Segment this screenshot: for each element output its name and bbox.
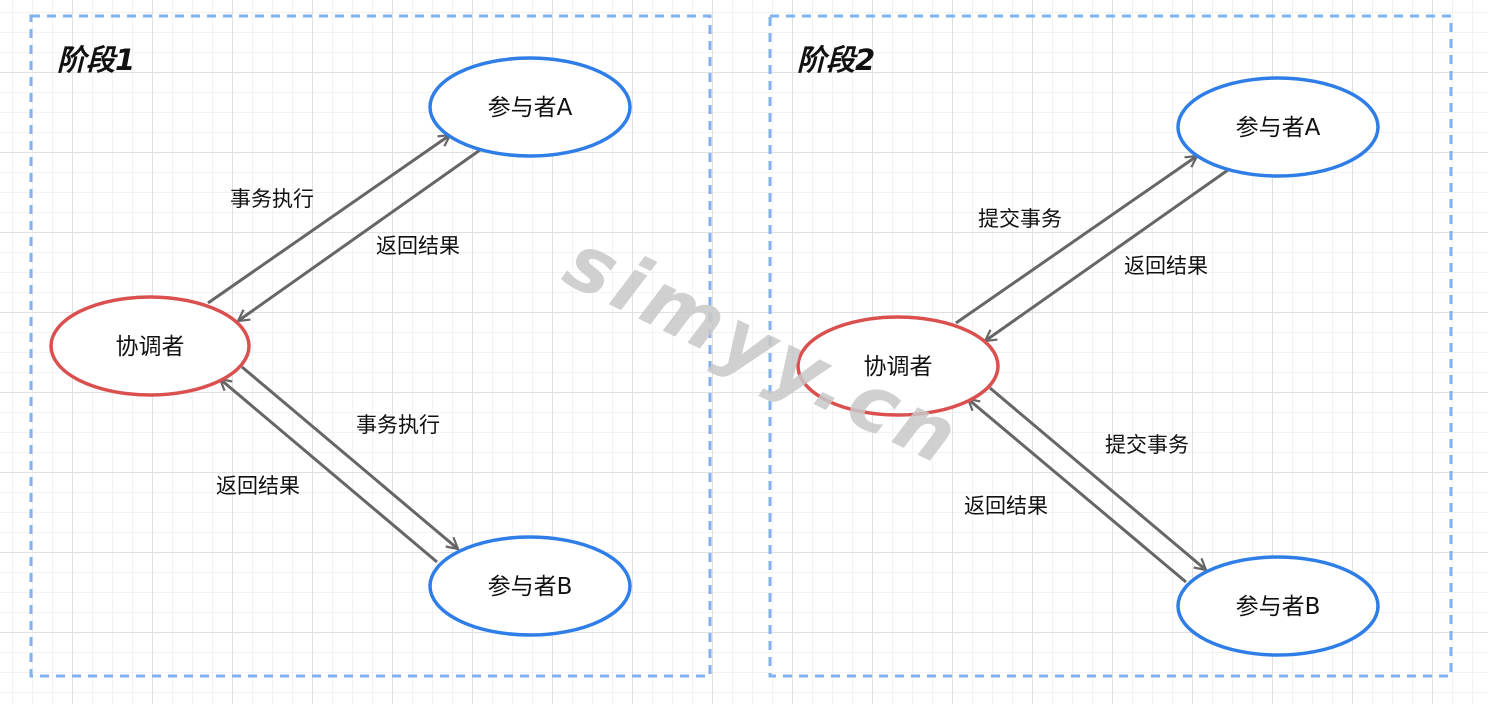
phase-2-coordinator-shape bbox=[796, 315, 1000, 417]
phase-2-participant-b-shape bbox=[1176, 555, 1380, 657]
phase-1-participant-a-shape bbox=[428, 56, 632, 158]
phase-1-coordinator: 协调者 bbox=[49, 295, 251, 397]
phase-1-edge-to-b-label: 事务执行 bbox=[356, 413, 440, 437]
phase-2-participant-b: 参与者B bbox=[1176, 555, 1380, 657]
phase-2-edge-from-b-label: 返回结果 bbox=[964, 494, 1048, 518]
phase-2-participant-b-label: 参与者B bbox=[1236, 594, 1321, 620]
phase-2-edge-from-b bbox=[968, 399, 1187, 584]
phase-2-edge-to-a-label: 提交事务 bbox=[978, 207, 1062, 231]
phase-1-border bbox=[29, 14, 712, 678]
phase-1-edge-from-b bbox=[220, 379, 438, 564]
phase-1-edge-from-b-label: 返回结果 bbox=[216, 474, 300, 498]
phase-1-edge-to-b bbox=[241, 365, 458, 549]
phase-2-participant-a-shape bbox=[1176, 76, 1380, 178]
phase-1-coordinator-shape bbox=[49, 295, 251, 397]
phase-1-edge-from-a-label: 返回结果 bbox=[376, 234, 460, 258]
phase-2-coordinator: 协调者 bbox=[796, 315, 1000, 417]
phase-1-edge-from-a bbox=[238, 148, 481, 321]
phase-1-edge-to-a bbox=[207, 135, 450, 305]
phase-1-title: 阶段1 bbox=[57, 43, 135, 77]
phase-1-participant-b-shape bbox=[428, 535, 632, 637]
phase-2-edge-to-a bbox=[955, 156, 1197, 325]
phase-1-coordinator-label: 协调者 bbox=[116, 334, 185, 360]
phase-1-participant-b: 参与者B bbox=[428, 535, 632, 637]
phase-1-participant-a: 参与者A bbox=[428, 56, 632, 158]
phase-2-participant-a: 参与者A bbox=[1176, 76, 1380, 178]
phase-2-border bbox=[768, 14, 1453, 678]
phase-2-panel: 阶段2 参与者A 协调者 参与者B 提交事务 返回结果 提交事务 返回结果 bbox=[768, 14, 1453, 678]
phase-2-coordinator-label: 协调者 bbox=[864, 354, 933, 380]
phase-2-edge-to-b-label: 提交事务 bbox=[1105, 433, 1189, 457]
phase-2-participant-a-label: 参与者A bbox=[1236, 115, 1321, 141]
phase-2-edge-to-b bbox=[989, 386, 1206, 570]
phase-1-participant-a-label: 参与者A bbox=[488, 95, 573, 121]
phase-2-edge-from-a bbox=[985, 168, 1229, 341]
phase-2-edge-from-a-label: 返回结果 bbox=[1124, 254, 1208, 278]
phase-1-edge-to-a-label: 事务执行 bbox=[230, 187, 314, 211]
phase-2-title: 阶段2 bbox=[797, 43, 875, 77]
phase-1-participant-b-label: 参与者B bbox=[488, 574, 573, 600]
phase-1-panel: 阶段1 参与者A 协调者 参与者B 事务执行 返回结果 事务执行 返回结果 bbox=[29, 14, 712, 678]
